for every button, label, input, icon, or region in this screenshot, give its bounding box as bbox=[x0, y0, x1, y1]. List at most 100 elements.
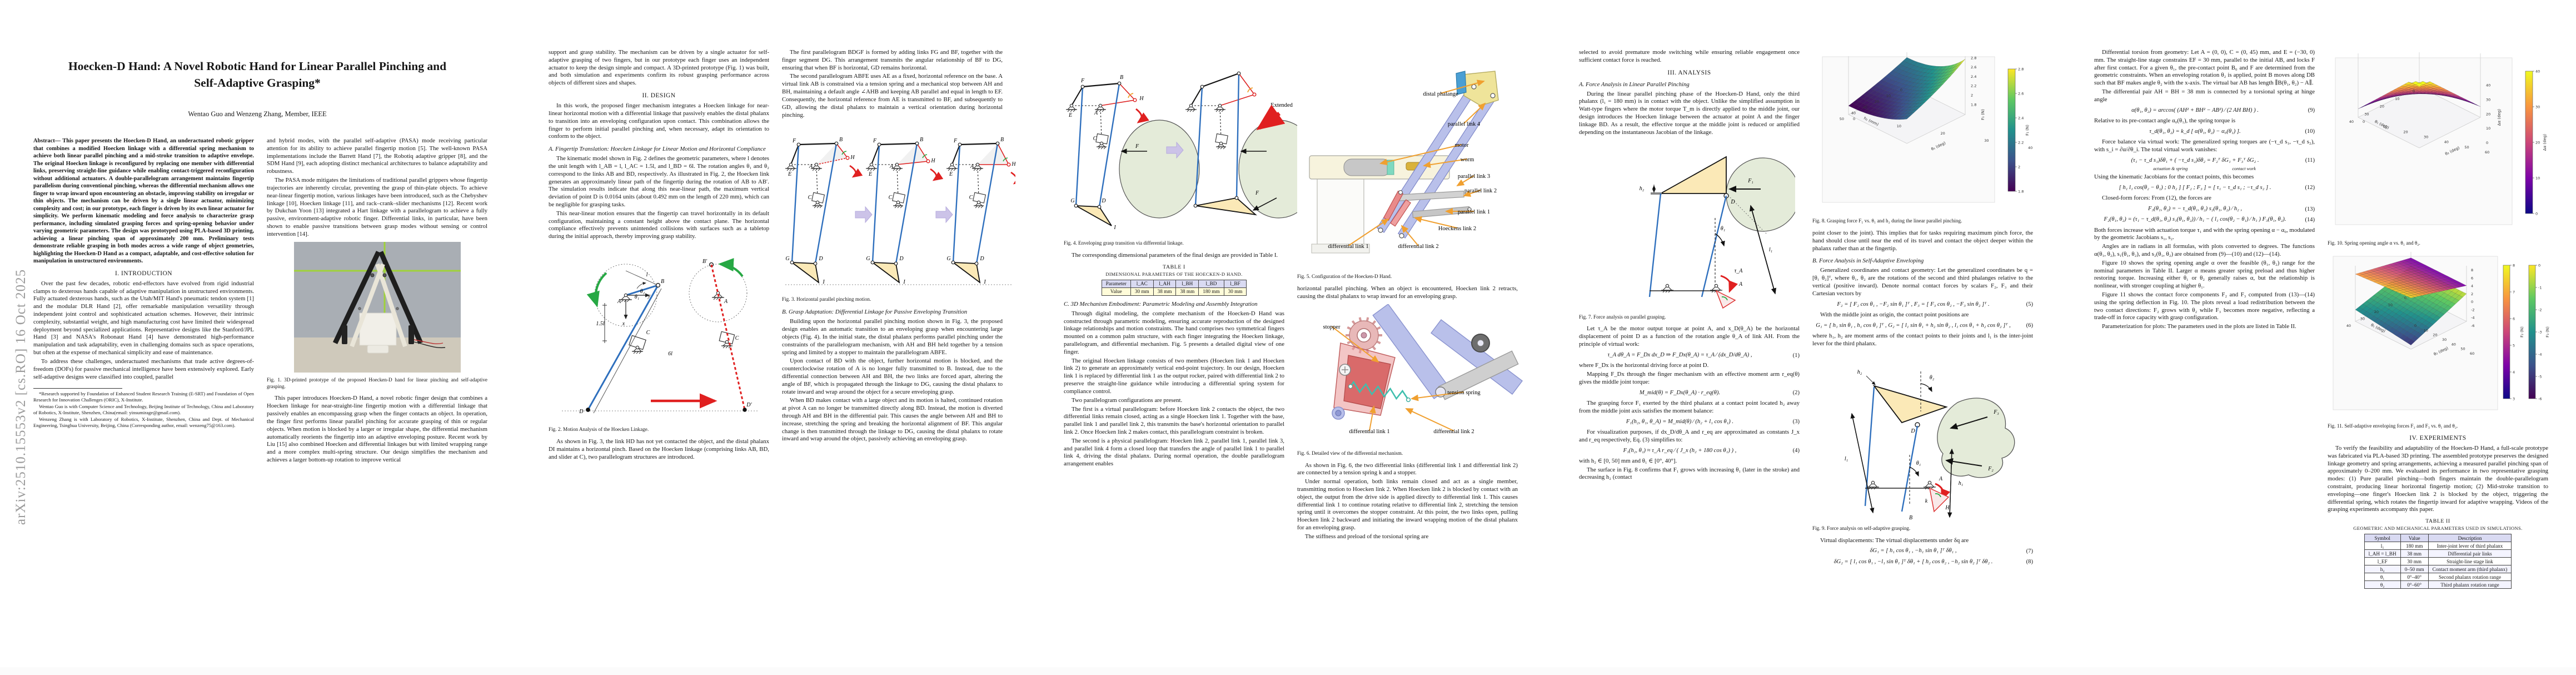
equation-body: δG₂ = [ l₁ cos θ₁ , −l₁ sin θ₁ ]ᵀ δθ₁ + … bbox=[1812, 558, 2014, 566]
figure-label: θ₁ bbox=[1916, 460, 1920, 466]
table-header-cell: l_AC bbox=[1130, 280, 1153, 287]
subsection-heading: C. 3D Mechanism Embodiment: Parametric M… bbox=[1064, 300, 1284, 308]
figure-label: F₂ bbox=[1987, 466, 1994, 472]
equation: τ_A dθ_A = F_Dx dx_D ⇒ F_Dx(θ_A) = τ_A ⁄… bbox=[1579, 351, 1800, 359]
axis-tick: 60 bbox=[2470, 351, 2474, 356]
table-cell: l₁ bbox=[2364, 542, 2400, 550]
equation-body: α(θ₁, θ₂) = arccos( (AH² + BH² − AB²) ⁄ … bbox=[2094, 107, 2296, 115]
figure-label: B′ bbox=[702, 259, 707, 265]
figure-caption: Fig. 5. Configuration of the Hoecken-D H… bbox=[1297, 274, 1518, 280]
equation-body: τ_d(θ₁, θ₂) = k_d [ α(θ₁, θ₂) − α₀(θ₁) ]… bbox=[2094, 128, 2296, 136]
paragraph: The first is a virtual parallelogram: be… bbox=[1064, 406, 1284, 436]
axis-tick: 10 bbox=[2388, 302, 2393, 307]
equation: G₁ = [ h₁ sin θ₁ , h₁ cos θ₁ ]ᵀ , G₂ = [… bbox=[1812, 322, 2033, 330]
figure-label: E bbox=[1068, 112, 1072, 118]
axis-tick: 40 bbox=[2028, 146, 2032, 150]
section-heading: I. INTRODUCTION bbox=[33, 270, 254, 277]
axis-tick: 50 bbox=[1840, 117, 1844, 121]
axis-tick: 40 bbox=[2535, 69, 2540, 73]
paragraph: The kinematic model shown in Fig. 2 defi… bbox=[549, 155, 769, 209]
axis-tick: -5 bbox=[2538, 374, 2542, 379]
figure-label: E bbox=[949, 171, 953, 177]
axis-tick: 10 bbox=[1886, 93, 1891, 98]
figure-label: D bbox=[979, 256, 984, 262]
equation: M_mid(θ) = F_Dx(θ_A) · r_eq(θ).(2) bbox=[1579, 389, 1800, 397]
figure-label: G bbox=[1070, 198, 1074, 204]
figure-caption: Fig. 3. Horizontal parallel pinching mot… bbox=[782, 296, 1003, 303]
figure-label: C bbox=[969, 195, 973, 201]
figure-label: h₂ bbox=[1857, 369, 1862, 375]
table-caption: DIMENSIONAL PARAMETERS OF THE HOECKEN-D … bbox=[1064, 271, 1284, 277]
equation-body: (τ₁ − τ_d s₁)δθ₁ + ( −τ_d s₂)δθ₂ = F₂ᵀ δ… bbox=[2094, 157, 2296, 165]
figure-label: parallel link 1 bbox=[1458, 209, 1490, 215]
axis-tick: 0 bbox=[2404, 296, 2406, 300]
figure-fig1 bbox=[267, 242, 487, 375]
equation-body: F₁(h₂, θ₁, θ_A) = M_mid(θ) ⁄ (h₂ + l₁ co… bbox=[1579, 418, 1781, 426]
paragraph: Figure 10 shows the spring opening angle… bbox=[2094, 260, 2315, 290]
table-cell: Inter-joint lever of third phalanx bbox=[2428, 542, 2512, 550]
paragraph: Angles are in radians in all formulas, w… bbox=[2094, 243, 2315, 259]
paragraph: For visualization purposes, if dx_D/dθ_A… bbox=[1579, 429, 1800, 444]
colorbar-label: Δα (deg) bbox=[2543, 134, 2547, 151]
equation: α(θ₁, θ₂) = arccos( (AH² + BH² − AB²) ⁄ … bbox=[2094, 107, 2315, 115]
paragraph: The first parallelogram BDGF is formed b… bbox=[782, 49, 1003, 72]
figure-label: B bbox=[920, 137, 923, 143]
figure-label: C bbox=[1093, 136, 1097, 142]
figure-label: F bbox=[873, 138, 877, 144]
table-cell: Differential pair links bbox=[2428, 550, 2512, 558]
table-header-cell: l_BH bbox=[1176, 280, 1199, 287]
axis-tick: 0 bbox=[2535, 211, 2538, 216]
paragraph: The corresponding dimensional parameters… bbox=[1064, 252, 1284, 260]
fig1-prototype-photo bbox=[294, 242, 461, 373]
footnote: Wenzeng Zhang is with Laboratory of Robo… bbox=[33, 416, 254, 429]
page-4-column-1: selected to avoid premature mode switchi… bbox=[1579, 49, 1800, 483]
paragraph: Two parallelogram configurations are pre… bbox=[1064, 397, 1284, 405]
paragraph: When BD makes contact with a large objec… bbox=[782, 397, 1003, 443]
table-cell: Value bbox=[1102, 287, 1130, 295]
axis-tick: 7 bbox=[2513, 290, 2515, 294]
equation-number: (7) bbox=[2014, 548, 2033, 554]
table-cell: 38 mm bbox=[2400, 550, 2428, 558]
axis-tick: -2 bbox=[2538, 307, 2542, 312]
paragraph: During the linear parallel pinching phas… bbox=[1579, 91, 1800, 137]
axis-tick: -4 bbox=[2471, 316, 2474, 320]
section-heading: III. ANALYSIS bbox=[1579, 70, 1800, 76]
equation-body: F₂(θ₁, θ₂) = (τ₁ − τ_d(θ₁, θ₂) s₁(θ₁, θ₂… bbox=[2094, 216, 2296, 224]
axis-tick: 2.2 bbox=[1971, 84, 1976, 88]
figure-label: motor bbox=[1454, 142, 1469, 148]
table-cell: 0°–60° bbox=[2400, 581, 2428, 589]
paragraph: The surface in Fig. 8 confirms that F₁ g… bbox=[1579, 466, 1800, 482]
axis-label: Δα (deg) bbox=[2497, 109, 2502, 126]
table-header-cell: Description bbox=[2428, 534, 2512, 542]
figure-label: k bbox=[1925, 498, 1927, 504]
paragraph: Differential torsion from geometry: Let … bbox=[2094, 49, 2315, 87]
axis-tick: 50 bbox=[2460, 347, 2465, 351]
figure-label: F bbox=[1135, 143, 1139, 150]
table-header-cell: Parameter bbox=[1102, 280, 1130, 287]
table-header-cell: Symbol bbox=[2364, 534, 2400, 542]
equation: F₁(h₂, θ₁) ≈ τ_A r_eq ⁄ ( J_x (h₂ + 180 … bbox=[1579, 447, 1800, 455]
axis-tick: 10 bbox=[2395, 97, 2399, 101]
axis-tick: 0 bbox=[1853, 117, 1855, 121]
paragraph: The PASA mode mitigates the limitations … bbox=[267, 177, 487, 239]
axis-tick: 5 bbox=[2513, 343, 2515, 348]
figure-label: F bbox=[792, 138, 796, 144]
paragraph: Virtual displacements: The virtual displ… bbox=[1812, 537, 2033, 545]
equation-number: (11) bbox=[2296, 157, 2315, 163]
axis-tick: 40 bbox=[2444, 140, 2449, 145]
paragraph: The stiffness and preload of the torsion… bbox=[1297, 533, 1518, 541]
figure-label: G bbox=[866, 256, 870, 262]
page-1-column-2: and hybrid modes, with the parallel self… bbox=[267, 137, 487, 465]
figure-label: E bbox=[868, 171, 872, 177]
colorbar-label: F₃ (N) bbox=[2545, 326, 2550, 338]
footnote-rule bbox=[33, 388, 122, 389]
